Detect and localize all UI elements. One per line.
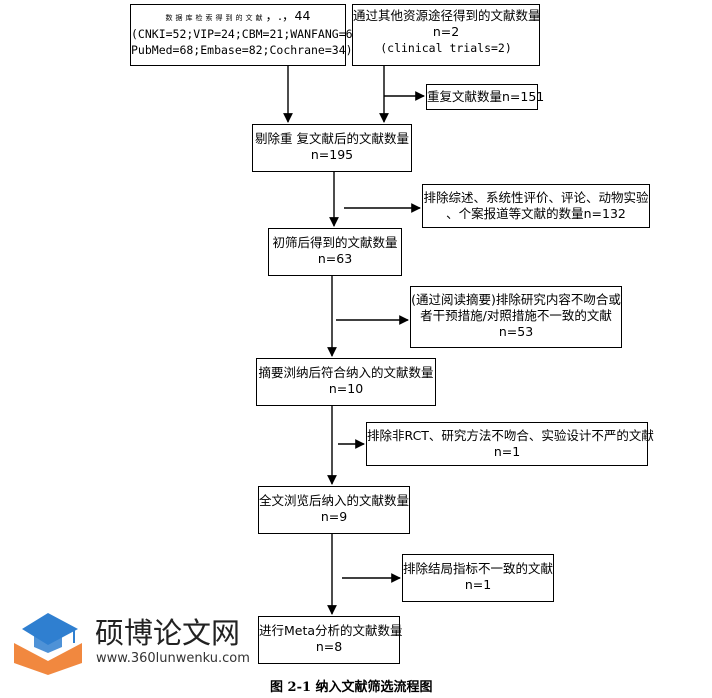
initial-screen-n: n=63 bbox=[317, 251, 353, 266]
excl-reviews-box: 排除综述、系统性评价、评论、动物实验 、个案报道等文献的数量n=132 bbox=[422, 184, 650, 228]
excl-outcome-box: 排除结局指标不一致的文献 n=1 bbox=[402, 554, 554, 602]
excl-duplicates-box: 重复文献数量n=151 bbox=[426, 84, 545, 110]
fulltext-box: 全文浏览后纳入的文献数量 n=9 bbox=[258, 486, 410, 534]
meta-box: 进行Meta分析的文献数量 n=8 bbox=[258, 616, 403, 664]
excl-outcome-n: n=1 bbox=[464, 577, 492, 592]
watermark-name: 硕博论文网 bbox=[95, 616, 241, 650]
watermark-url: www.360lunwenku.com bbox=[96, 651, 250, 666]
after-abstract-label: 摘要浏纳后符合纳入的文献数量 bbox=[258, 365, 434, 380]
db-search-line2: (CNKI=52;VIP=24;CBM=21;WANFANG=63; bbox=[131, 27, 367, 41]
excl-abstract-line1: (通过阅读摘要)排除研究内容不吻合或 bbox=[411, 292, 621, 307]
initial-screen-box: 初筛后得到的文献数量 n=63 bbox=[268, 228, 402, 276]
after-abstract-box: 摘要浏纳后符合纳入的文献数量 n=10 bbox=[256, 358, 436, 406]
other-sources-box: 通过其他资源途径得到的文献数量 n=2 (clinical trials=2) bbox=[352, 4, 541, 66]
meta-label: 进行Meta分析的文献数量 bbox=[259, 623, 403, 638]
db-search-line3: PubMed=68;Embase=82;Cochrane=34) bbox=[131, 43, 353, 57]
excl-duplicates-label: 重复文献数量n=151 bbox=[427, 89, 545, 104]
after-abstract-n: n=10 bbox=[328, 381, 364, 396]
initial-screen-label: 初筛后得到的文献数量 bbox=[272, 235, 398, 250]
watermark-logo-icon bbox=[14, 613, 82, 675]
excl-nonrct-box: 排除非RCT、研究方法不吻合、实验设计不严的文献 n=1 bbox=[366, 422, 654, 466]
figure-caption: 图 2-1 纳入文献筛选流程图 bbox=[270, 680, 433, 695]
other-sources-title: 通过其他资源途径得到的文献数量 bbox=[353, 8, 541, 23]
fulltext-label: 全文浏览后纳入的文献数量 bbox=[259, 493, 410, 508]
excl-reviews-line1: 排除综述、系统性评价、评论、动物实验 bbox=[423, 190, 649, 205]
other-sources-n: n=2 bbox=[432, 24, 460, 39]
excl-outcome-label: 排除结局指标不一致的文献 bbox=[403, 561, 554, 576]
excl-nonrct-label: 排除非RCT、研究方法不吻合、实验设计不严的文献 bbox=[367, 428, 654, 443]
excl-nonrct-n: n=1 bbox=[493, 444, 521, 459]
other-sources-trials: (clinical trials=2) bbox=[380, 41, 512, 55]
excl-reviews-line2: 、个案报道等文献的数量n=132 bbox=[446, 206, 626, 221]
db-search-box: 数据库检索得到的文献，.，44 (CNKI=52;VIP=24;CBM=21;W… bbox=[130, 4, 367, 66]
excl-abstract-box: (通过阅读摘要)排除研究内容不吻合或 者干预措施/对照措施不一致的文献 n=53 bbox=[410, 286, 622, 348]
after-dedup-label: 剔除重 复文献后的文献数量 bbox=[255, 131, 409, 146]
after-dedup-n: n=195 bbox=[310, 147, 354, 162]
excl-abstract-line2: 者干预措施/对照措施不一致的文献 bbox=[420, 308, 612, 323]
db-search-title: 数据库检索得到的文献 bbox=[165, 14, 266, 22]
meta-n: n=8 bbox=[315, 639, 343, 654]
excl-abstract-n: n=53 bbox=[498, 324, 534, 339]
fulltext-n: n=9 bbox=[320, 509, 348, 524]
after-dedup-box: 剔除重 复文献后的文献数量 n=195 bbox=[252, 124, 412, 172]
db-search-count: ，.，44 bbox=[265, 8, 311, 23]
